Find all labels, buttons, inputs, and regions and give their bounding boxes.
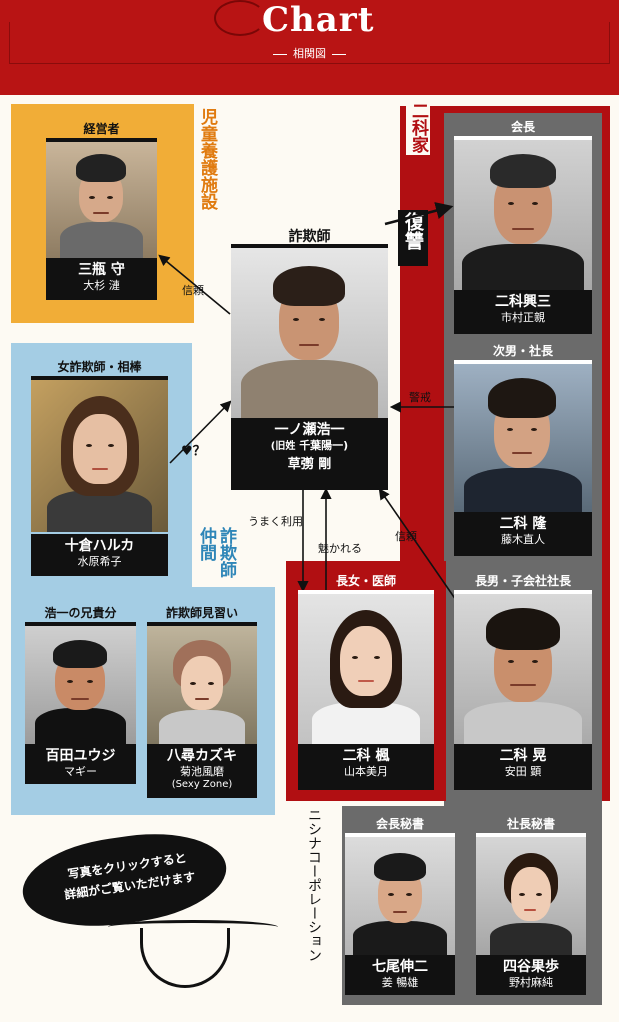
role-label: 女詐欺師・相棒 [57, 360, 142, 374]
card-kaede[interactable]: 長女・医師 二科 楓 山本美月 [298, 572, 434, 790]
relation-attracted: 魅かれる [318, 542, 362, 555]
photo-akira[interactable] [454, 594, 592, 744]
card-akira[interactable]: 長男・子会社社長 二科 晃 安田 顕 [454, 572, 592, 790]
card-yotsuya[interactable]: 社長秘書 四谷果歩 野村麻純 [476, 815, 586, 995]
character-name: 八尋カズキ [167, 748, 237, 764]
name-box: 三瓶 守 大杉 漣 [46, 258, 157, 300]
photo-kaede[interactable] [298, 594, 434, 744]
actor-name: 安田 顕 [504, 765, 542, 778]
photo-nanao[interactable] [345, 837, 455, 955]
card-haruka[interactable]: 女詐欺師・相棒 十倉ハルカ 水原希子 [31, 358, 168, 576]
character-name: 二科興三 [495, 294, 551, 310]
former-name: (旧姓 千葉陽一) [231, 439, 388, 454]
actor-name: 藤木直人 [501, 533, 545, 546]
former-name-text: 千葉陽一) [299, 439, 349, 452]
actor-name: 野村麻純 [509, 976, 553, 989]
relation-caution: 警戒 [409, 391, 431, 404]
card-yahiro[interactable]: 詐欺師見習い 八尋カズキ 菊池風磨 (Sexy Zone) [147, 604, 257, 798]
actor-note: (Sexy Zone) [171, 779, 233, 790]
relation-love-question: ♥？ [181, 444, 206, 459]
name-box: 八尋カズキ 菊池風磨 (Sexy Zone) [147, 744, 257, 798]
tongue-icon [140, 928, 230, 988]
revenge-text: 復讐 [402, 212, 424, 250]
character-name: 二科 晃 [499, 748, 547, 764]
actor-name: 姜 暢雄 [381, 976, 419, 989]
actor-name: マギー [64, 765, 97, 778]
relation-trust-mikame: 信頼 [182, 284, 204, 297]
card-takashi[interactable]: 次男・社長 二科 隆 藤木直人 [454, 342, 592, 556]
photo-haruka[interactable] [31, 380, 168, 532]
role-label: 経営者 [83, 122, 120, 136]
header-banner: Chart 相関図 [0, 0, 619, 95]
actor-name: 市村正親 [501, 311, 545, 324]
card-nanao[interactable]: 会長秘書 七尾伸二 姜 暢雄 [345, 815, 455, 995]
role-label: 詐欺師 [288, 229, 331, 245]
name-box: 七尾伸二 姜 暢雄 [345, 955, 455, 995]
page-title: Chart [262, 0, 375, 40]
name-box: 百田ユウジ マギー [25, 744, 136, 784]
name-box: 十倉ハルカ 水原希子 [31, 534, 168, 576]
photo-momota[interactable] [25, 626, 136, 744]
actor-name: 大杉 漣 [83, 279, 120, 292]
character-name: 二科 隆 [499, 516, 547, 532]
photo-yahiro[interactable] [147, 626, 257, 744]
actor-name: 菊池風磨 [180, 765, 224, 778]
role-label: 長女・医師 [335, 574, 396, 588]
actor-name: 水原希子 [77, 555, 122, 568]
name-box: 四谷果歩 野村麻純 [476, 955, 586, 995]
fraud-group-label: 詐欺師仲間 [196, 527, 236, 578]
role-label: 詐欺師見習い [165, 606, 238, 620]
shelter-label: 児童養護施設 [197, 108, 217, 210]
brand-swirl-icon [214, 0, 266, 36]
character-name: 七尾伸二 [372, 959, 428, 975]
character-name: 十倉ハルカ [64, 538, 135, 554]
card-kozo[interactable]: 会長 二科興三 市村正親 [454, 118, 592, 334]
photo-takashi[interactable] [454, 364, 592, 512]
character-name: 一ノ瀬浩一 [274, 422, 345, 438]
role-label: 会長 [510, 120, 535, 134]
name-box: 一ノ瀬浩一 (旧姓 千葉陽一) 草彅 剛 [231, 418, 388, 490]
character-name: 三瓶 守 [78, 262, 125, 278]
character-name: 四谷果歩 [503, 959, 559, 975]
name-box: 二科 晃 安田 顕 [454, 744, 592, 790]
actor-name: 草彅 剛 [287, 457, 332, 472]
photo-kouichi[interactable] [231, 248, 388, 418]
card-mikame[interactable]: 経営者 三瓶 守 大杉 漣 [46, 120, 157, 300]
relation-trust-akira: 信頼 [395, 530, 417, 543]
role-label: 長男・子会社社長 [474, 574, 571, 588]
name-box: 二科 隆 藤木直人 [454, 512, 592, 556]
former-prefix: (旧姓 [270, 441, 296, 452]
photo-mikame[interactable] [46, 142, 157, 258]
mouth-icon [108, 920, 278, 934]
character-name: 百田ユウジ [45, 748, 116, 764]
page-subtitle: 相関図 [0, 45, 619, 61]
actor-name: 山本美月 [344, 765, 388, 778]
revenge-badge: 復讐 [398, 210, 428, 266]
name-box: 二科 楓 山本美月 [298, 744, 434, 790]
nishina-family-label: 二科家 [406, 100, 430, 155]
photo-kozo[interactable] [454, 140, 592, 290]
header-frame [9, 22, 610, 64]
corporation-label: ニシナコーポレーション [306, 808, 322, 962]
role-label: 会長秘書 [375, 817, 424, 831]
character-name: 二科 楓 [342, 748, 390, 764]
card-kouichi[interactable]: 詐欺師 一ノ瀬浩一 (旧姓 千葉陽一) 草彅 剛 [231, 226, 388, 490]
relation-use-well: うまく利用 [248, 515, 303, 528]
role-label: 社長秘書 [506, 817, 555, 831]
name-box: 二科興三 市村正親 [454, 290, 592, 334]
role-label: 浩一の兄貴分 [44, 606, 117, 620]
subtitle-text: 相関図 [293, 47, 326, 60]
card-momota[interactable]: 浩一の兄貴分 百田ユウジ マギー [25, 604, 136, 784]
role-label: 次男・社長 [492, 344, 553, 358]
photo-yotsuya[interactable] [476, 837, 586, 955]
